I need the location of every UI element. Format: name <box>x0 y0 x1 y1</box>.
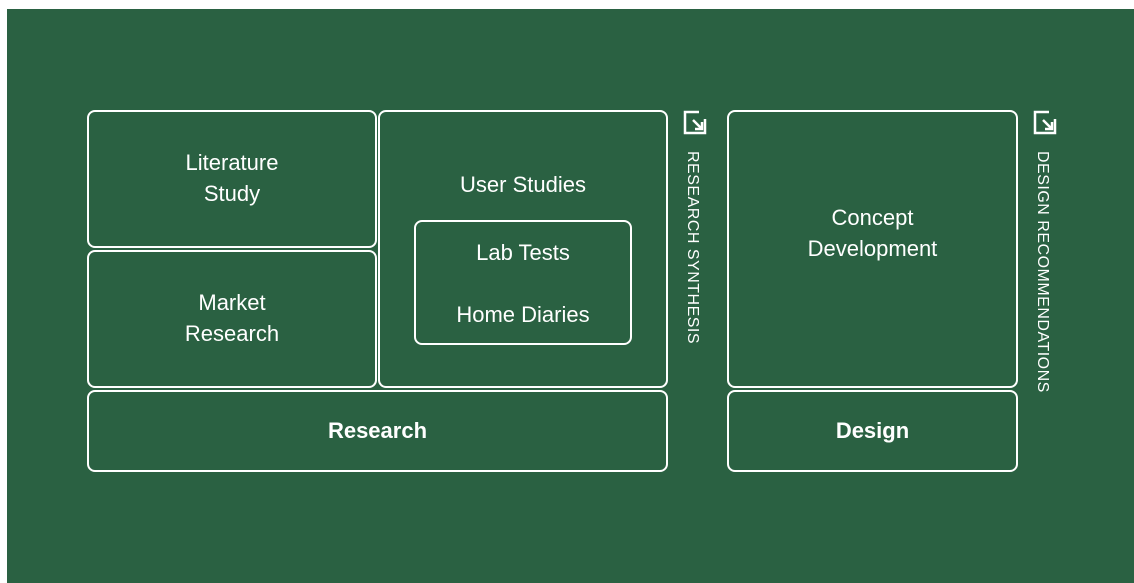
research-footer-box: Research <box>87 390 668 472</box>
market-research-box: Market Research <box>87 250 377 388</box>
research-synthesis-label: RESEARCH SYNTHESIS <box>684 151 701 345</box>
concept-development-label: Concept Development <box>807 205 938 261</box>
diagram-canvas: Literature Study Market Research User St… <box>7 9 1134 583</box>
market-research-label: Market Research <box>184 290 280 346</box>
user-studies-subitems-box: Lab Tests Home Diaries <box>414 220 632 345</box>
concept-development-box: Concept Development <box>727 110 1018 388</box>
research-footer-label: Research <box>327 417 428 443</box>
design-footer-label: Design <box>835 417 910 443</box>
literature-study-label: Literature Study <box>185 150 279 206</box>
home-diaries-label: Home Diaries <box>456 302 590 328</box>
lab-tests-label: Lab Tests <box>476 240 570 265</box>
design-footer-box: Design <box>727 390 1018 472</box>
arrow-down-right-icon <box>683 110 707 135</box>
arrow-down-right-icon <box>1033 110 1057 135</box>
user-studies-box: User Studies <box>378 110 668 388</box>
design-recommendations-label: DESIGN RECOMMENDATIONS <box>1034 151 1051 393</box>
user-studies-label: User Studies <box>460 172 586 197</box>
literature-study-box: Literature Study <box>87 110 377 248</box>
